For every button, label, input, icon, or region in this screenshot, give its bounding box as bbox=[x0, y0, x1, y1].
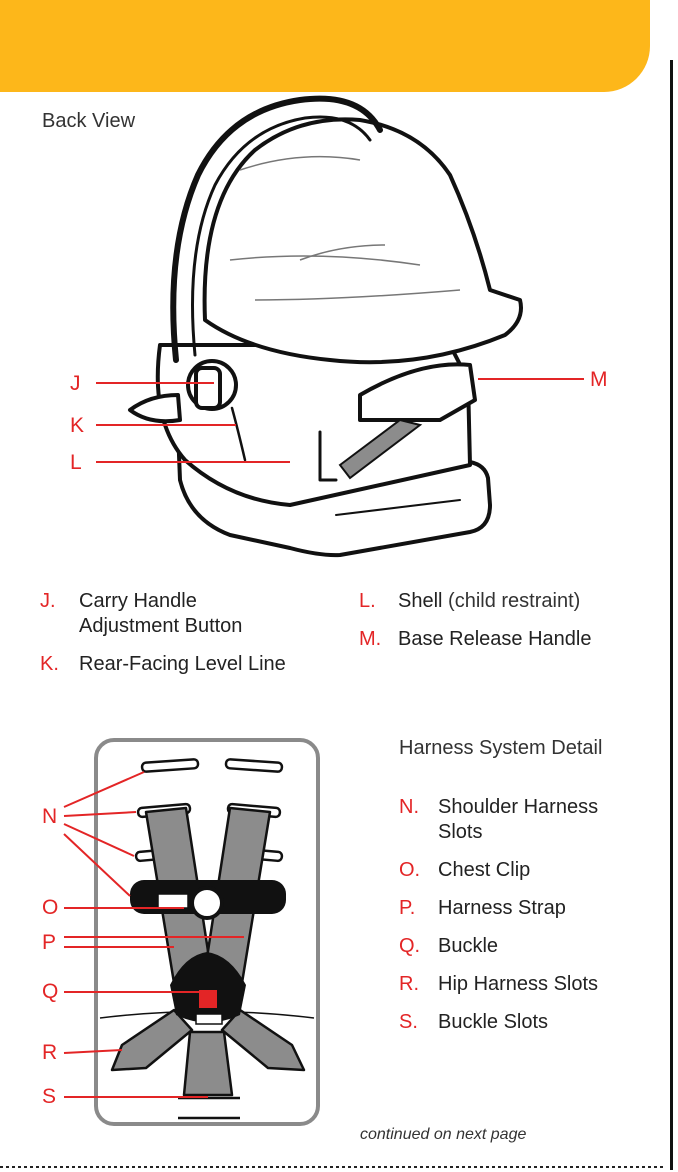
callout-n: N bbox=[42, 805, 57, 829]
legend-item-r: R. Hip Harness Slots bbox=[399, 972, 598, 997]
continued-note: continued on next page bbox=[360, 1126, 526, 1144]
legend-item-o: O. Chest Clip bbox=[399, 858, 598, 883]
callout-s: S bbox=[42, 1085, 56, 1109]
callout-o: O bbox=[42, 896, 58, 920]
legend-item-q: Q. Buckle bbox=[399, 934, 598, 959]
legend-item-s: S. Buckle Slots bbox=[399, 1010, 598, 1035]
callout-r: R bbox=[42, 1041, 57, 1065]
callout-p: P bbox=[42, 931, 56, 955]
callout-q: Q bbox=[42, 980, 58, 1004]
legend-item-p: P. Harness Strap bbox=[399, 896, 598, 921]
harness-system-title: Harness System Detail bbox=[399, 737, 602, 760]
